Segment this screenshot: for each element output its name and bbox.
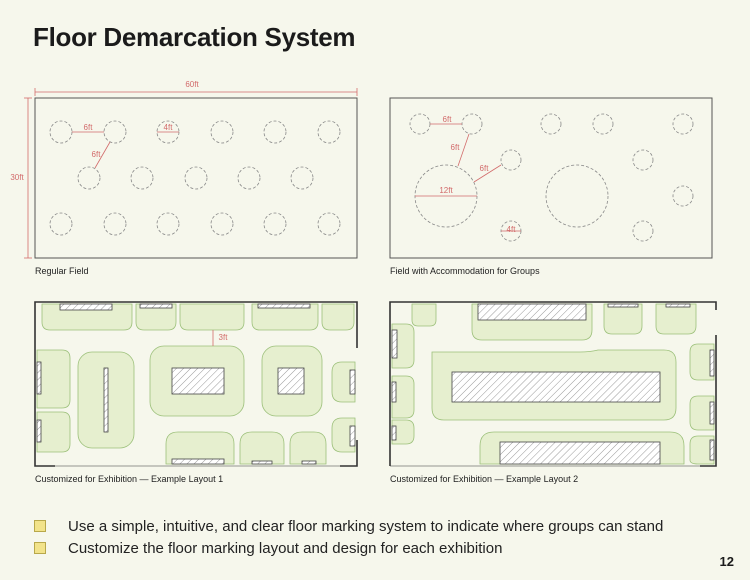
regular-field-caption: Regular Field bbox=[35, 266, 89, 276]
bullet-square-icon bbox=[34, 542, 46, 554]
exhibition-layout-2-diagram bbox=[389, 301, 717, 467]
spacing-label: 6ft bbox=[84, 123, 94, 132]
circle-diameter-label: 4ft bbox=[507, 225, 517, 234]
group-circle-diameter-label: 12ft bbox=[439, 186, 453, 195]
layout1-caption: Customized for Exhibition — Example Layo… bbox=[35, 474, 224, 484]
page-title: Floor Demarcation System bbox=[33, 22, 356, 52]
bullet-square-icon bbox=[34, 520, 46, 532]
spacing-label: 6ft bbox=[92, 150, 102, 159]
page-number: 12 bbox=[719, 554, 734, 569]
standing-circles bbox=[49, 120, 341, 236]
zone-gap-label: 3ft bbox=[219, 333, 229, 342]
height-dimension-label: 30ft bbox=[10, 173, 24, 182]
groups-field-boundary bbox=[389, 97, 713, 259]
groups-field-caption: Field with Accommodation for Groups bbox=[390, 266, 540, 276]
floor-diagrams: 60ft 30ft bbox=[10, 80, 717, 467]
bullet-list: Use a simple, intuitive, and clear floor… bbox=[34, 515, 663, 559]
width-dimension-label: 60ft bbox=[185, 80, 199, 89]
spacing-label: 6ft bbox=[451, 143, 461, 152]
groups-field-diagram: 6ft 6ft 6ft 12ft 4ft bbox=[389, 97, 713, 259]
exhibition-layout-1-diagram: 3ft bbox=[34, 301, 358, 467]
bullet-text: Customize the floor marking layout and d… bbox=[68, 539, 503, 557]
group-circles bbox=[409, 113, 694, 242]
layout2-caption: Customized for Exhibition — Example Layo… bbox=[390, 474, 579, 484]
regular-field-diagram: 60ft 30ft bbox=[10, 80, 358, 259]
bullet-item: Customize the floor marking layout and d… bbox=[34, 537, 663, 559]
bullet-text: Use a simple, intuitive, and clear floor… bbox=[68, 517, 664, 535]
spacing-label: 6ft bbox=[480, 164, 490, 173]
regular-field-boundary bbox=[34, 97, 358, 259]
spacing-label: 6ft bbox=[443, 115, 453, 124]
bullet-item: Use a simple, intuitive, and clear floor… bbox=[34, 515, 663, 537]
circle-diameter-label: 4ft bbox=[164, 123, 174, 132]
